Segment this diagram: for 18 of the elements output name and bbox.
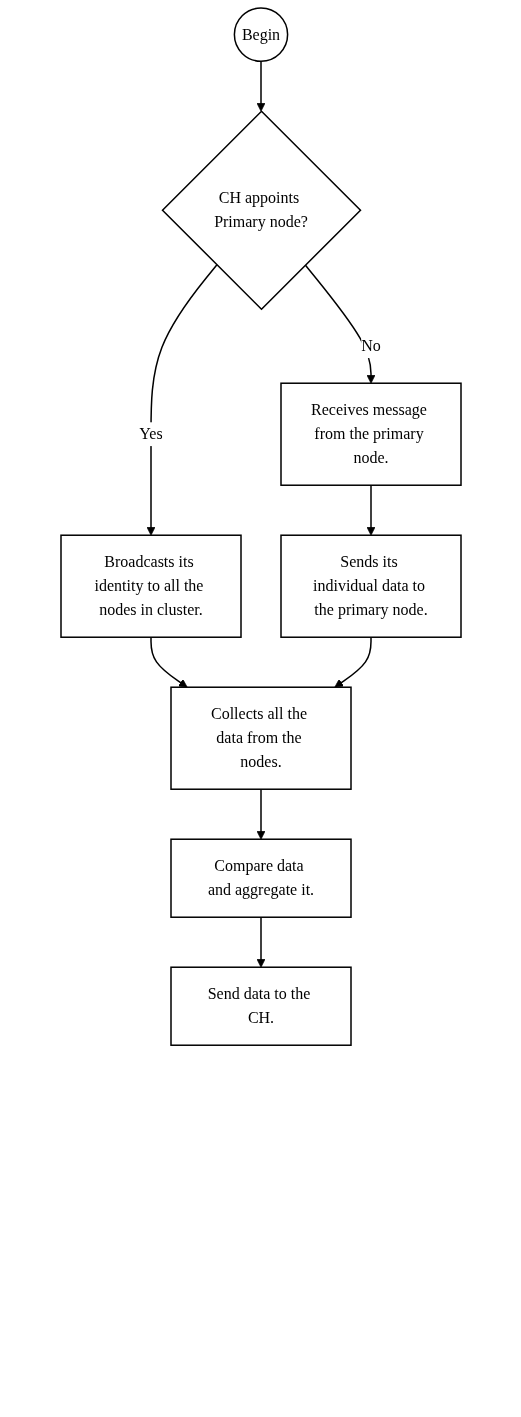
edge-label: Yes: [138, 425, 163, 443]
arrow: [256, 788, 265, 840]
arrow: [146, 264, 217, 536]
node-box: Broadcasts its identity to all the nodes in cluster.: [59, 534, 242, 638]
node-box: Sends its individual data to the primary node.: [279, 534, 462, 638]
edge-label: No: [360, 337, 381, 355]
arrow: [304, 264, 375, 384]
arrow: [333, 636, 372, 688]
node-box: Receives message from the primary node.: [279, 382, 462, 486]
arrow: [366, 484, 375, 536]
arrow: [256, 916, 265, 968]
node-circle: Begin: [233, 7, 288, 62]
node-box: Send data to the CH.: [169, 966, 352, 1046]
node-box: Collects all the data from the nodes.: [169, 686, 352, 790]
arrow: [256, 60, 265, 112]
arrow: [149, 636, 188, 688]
node-box: Compare data and aggregate it.: [169, 838, 352, 918]
node-diamond: CH appoints Primary node?: [160, 110, 362, 311]
